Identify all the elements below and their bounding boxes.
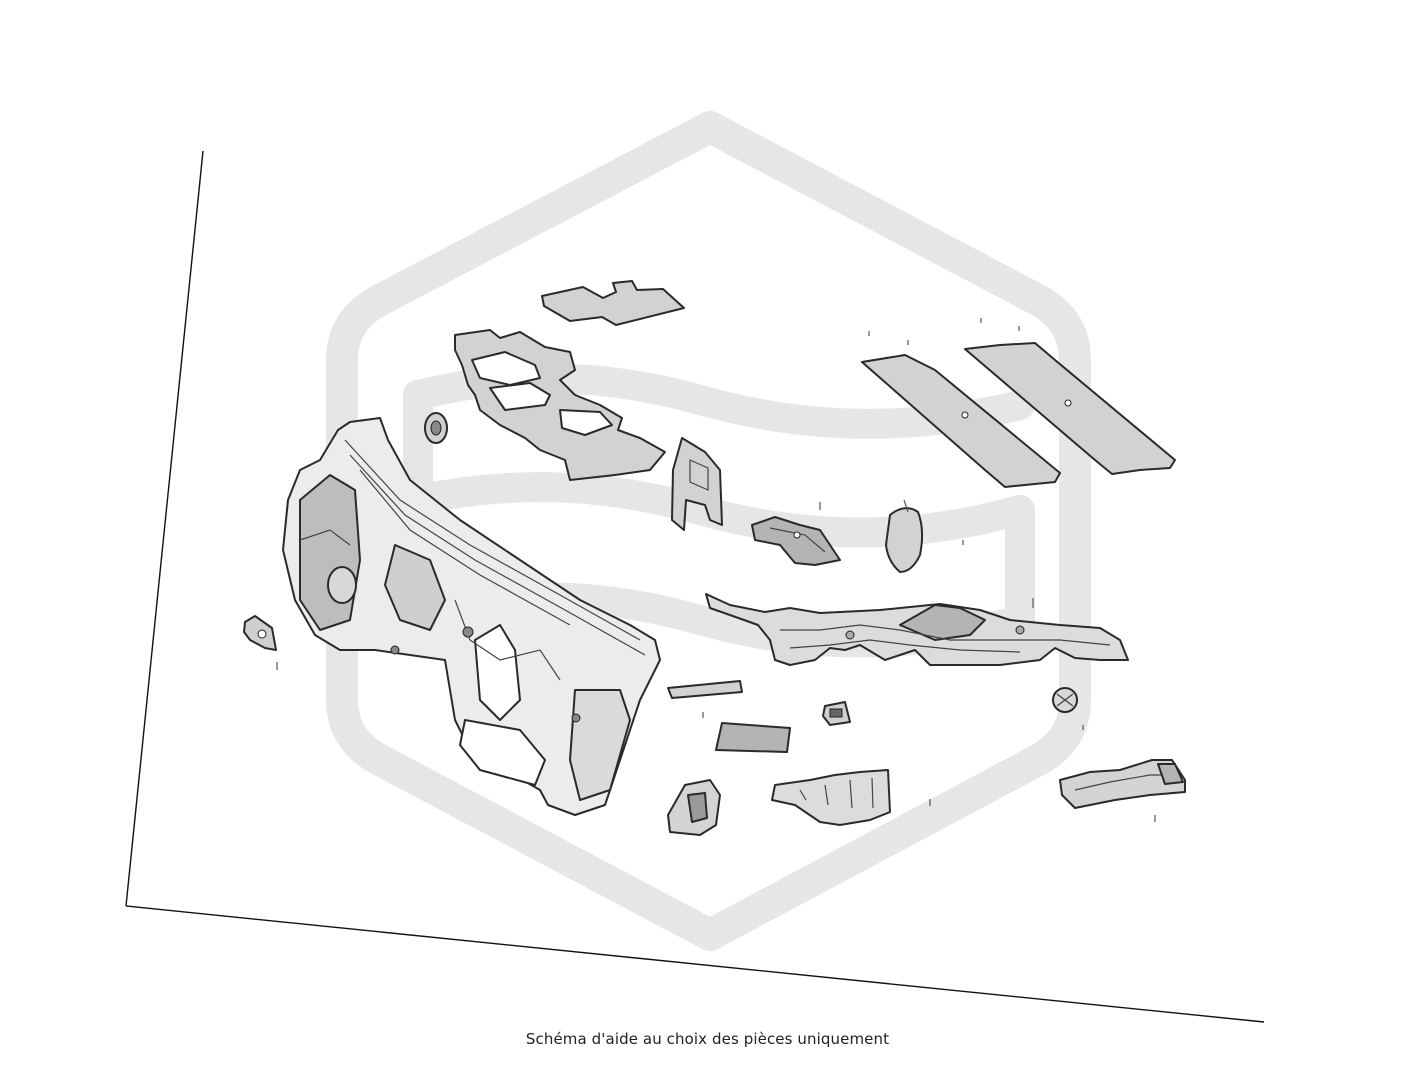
clip-left — [243, 615, 278, 670]
floor-plane — [125, 150, 1265, 1023]
insulation-strip-left — [861, 354, 1061, 488]
bracket-mid — [751, 516, 841, 566]
clip-center — [822, 701, 851, 726]
insulation-mat-top — [541, 280, 685, 326]
mount-bracket-bottom — [667, 779, 721, 836]
pad-flat-small — [667, 680, 743, 699]
pad-flat-medium — [715, 722, 791, 753]
heat-shield-bottom — [771, 769, 891, 826]
support-bottom-right — [1059, 759, 1186, 809]
bulkhead-panel — [282, 417, 661, 816]
grommet-left — [424, 412, 448, 444]
caption-text: Schéma d'aide au choix des pièces unique… — [525, 1030, 890, 1048]
insulation-pad-small-vertical — [671, 437, 723, 531]
insulation-strip-right — [964, 342, 1176, 475]
leader-ticks — [702, 318, 1156, 822]
cross-member-insulation — [705, 593, 1129, 666]
insulation-pad-oval — [885, 507, 924, 573]
insulation-mat-upper-left — [454, 329, 666, 481]
grommet-right — [1052, 687, 1078, 713]
